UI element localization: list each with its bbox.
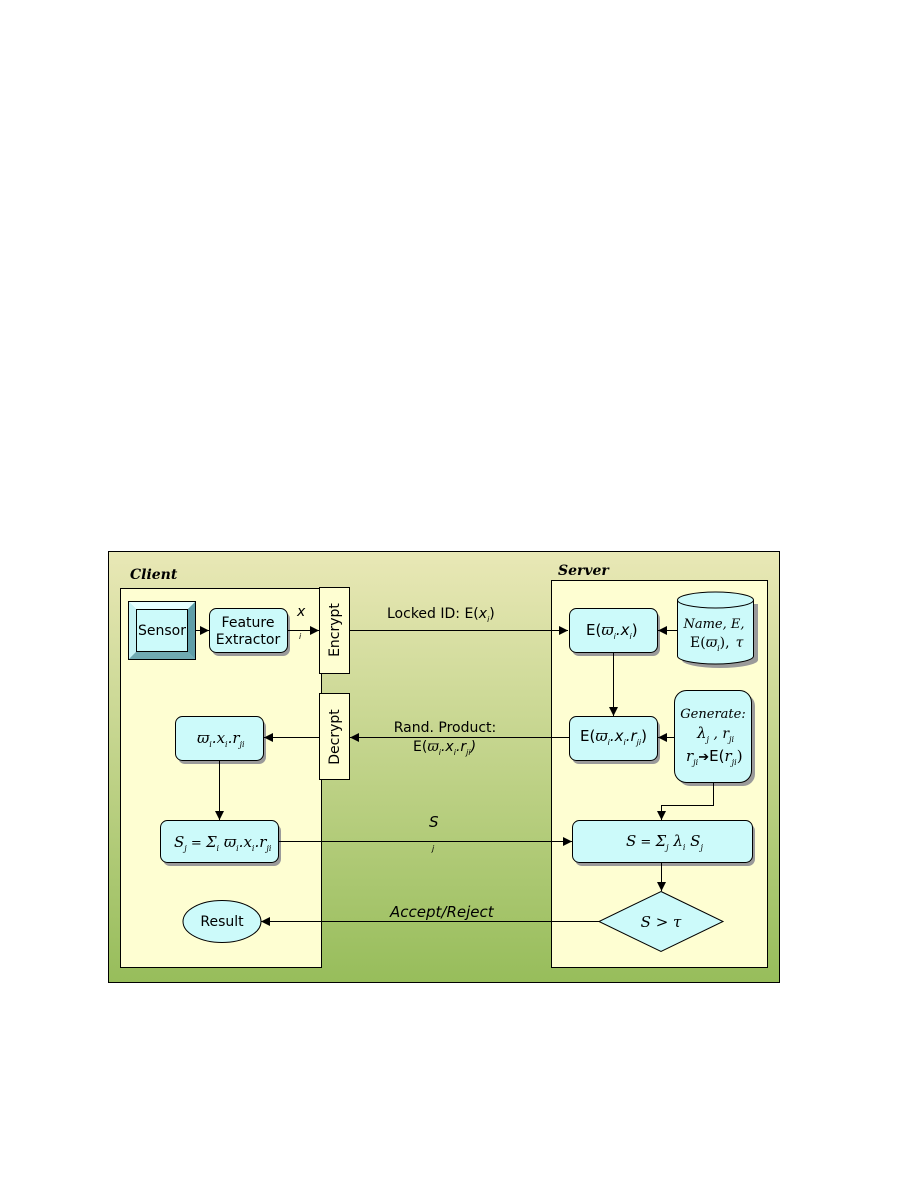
feature-extractor-box: Feature Extractor [209,608,290,656]
rand-product-label-1: Rand. Product: [394,720,497,736]
encrypt-label: Encrypt [327,603,343,657]
locked-id-label: Locked ID: E(xi) [387,606,495,624]
feature-extractor-label-2: Extractor [216,632,281,648]
database-line-1: Name, E, [682,617,744,632]
result-node: Result [182,900,262,943]
partial-sum-flow-sub: j [431,844,435,853]
encrypted-product-formula: E(ϖi.xi.rji) [580,727,647,747]
template-database: Name, E, E(ϖi),τ [677,591,758,668]
partial-sum-formula: Sj = Σi ϖi.xi.rji [174,833,272,853]
total-sum-box: S = Σj λi Sj [572,820,755,866]
threshold-decision: S > τ [597,890,725,953]
rand-product-label-2: E(ϖi.xi.rji) [413,739,476,757]
generate-encrypt-line: rji➔E(rji) [686,747,743,767]
decision-label: S > τ [641,913,682,931]
server-title: Server [558,563,610,579]
encrypted-weighted-formula: E(ϖi.xi) [586,621,638,641]
total-sum-formula: S = Σj λi Sj [626,832,703,852]
generate-lambda-line: λj , rji [696,724,735,744]
database-line-2: E(ϖi),τ [690,635,744,653]
decrypt-label: Decrypt [327,709,343,765]
sensor-box: Sensor [128,601,196,660]
feature-extractor-label-1: Feature [222,615,275,631]
feature-output-sub: i [299,632,302,641]
partial-sum-flow-label: S [429,813,439,831]
generate-box: Generate: λj , rji rji➔E(rji) [674,690,755,786]
arrow-generate-to-total [657,783,714,820]
partial-sum-box: Sj = Σi ϖi.xi.rji [160,820,281,866]
generate-title: Generate: [680,707,745,722]
encrypted-weighted-box: E(ϖi.xi) [569,608,660,656]
decrypt-box: Decrypt [319,693,350,780]
feature-output-label: x [296,604,306,620]
result-label: Result [200,914,244,930]
decrypted-product-box: ϖi.xi.rji [175,716,266,764]
decrypted-product-formula: ϖi.xi.rji [197,729,245,749]
sensor-label: Sensor [138,623,186,639]
client-title: Client [130,567,178,583]
accept-reject-label: Accept/Reject [389,903,495,921]
encrypt-box: Encrypt [319,587,350,674]
encrypted-product-box: E(ϖi.xi.rji) [569,716,660,764]
